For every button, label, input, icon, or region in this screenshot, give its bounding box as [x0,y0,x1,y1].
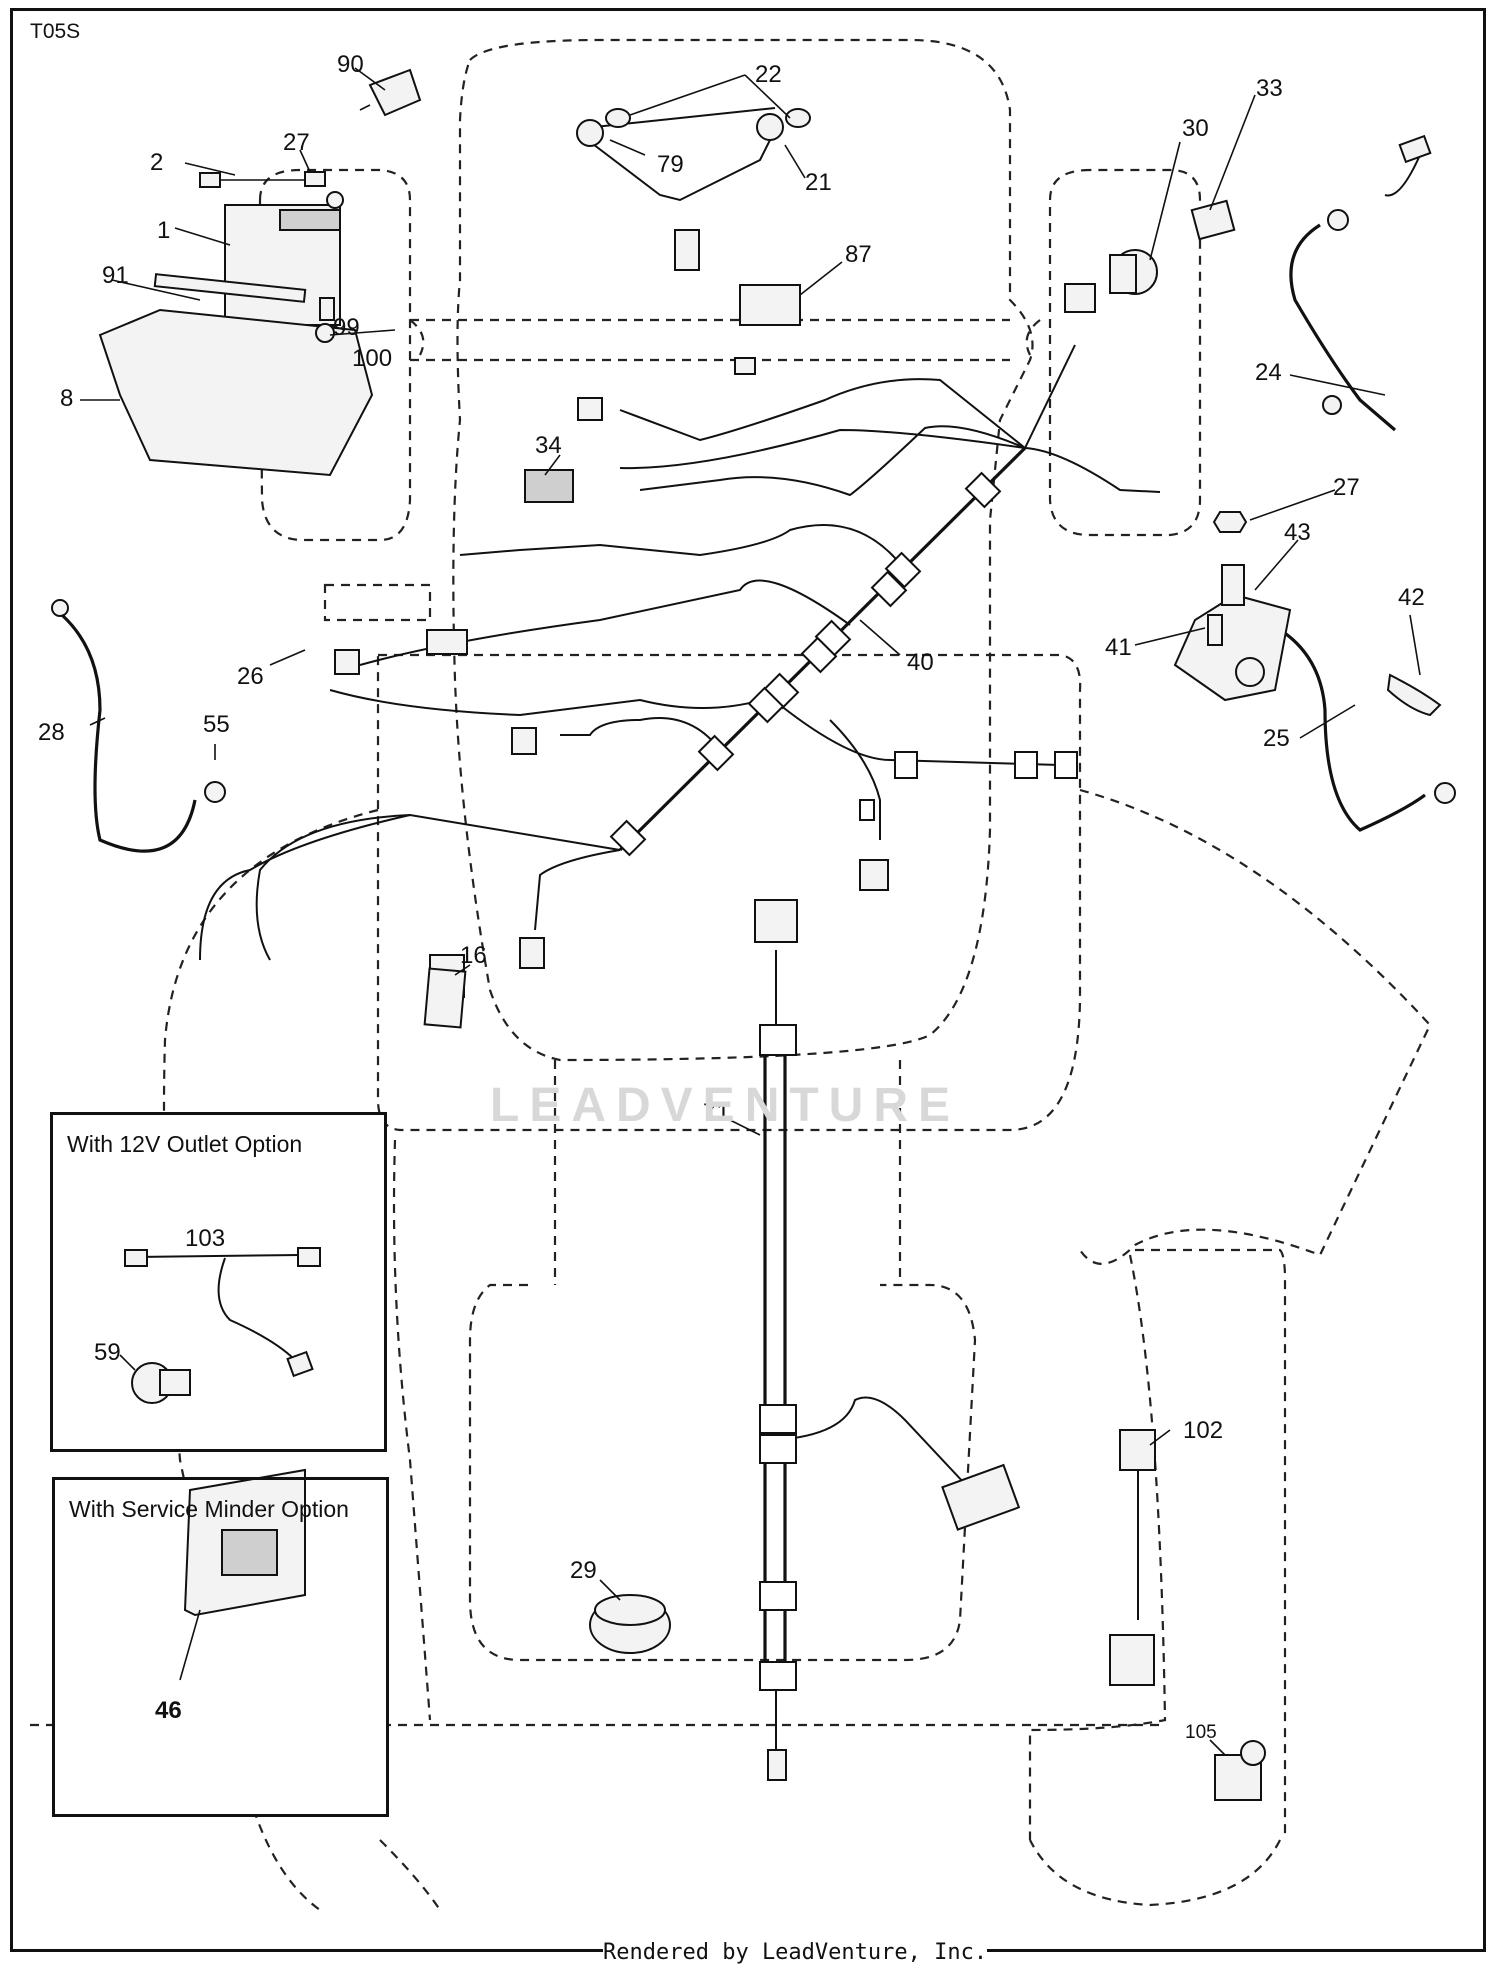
callout-labels: 2 27 1 91 8 99 100 90 22 79 21 87 30 33 … [38,51,1425,1743]
outlet-option-title: With 12V Outlet Option [67,1131,303,1157]
callout-102: 102 [1183,1417,1223,1444]
callout-99: 99 [333,314,360,341]
callout-71: 71 [703,1099,730,1126]
callout-55: 55 [203,711,230,738]
render-credit: Rendered by LeadVenture, Inc. [603,1940,988,1965]
battery-assembly [98,68,422,477]
callout-21: 21 [805,169,832,196]
callout-30: 30 [1182,115,1209,142]
callout-100: 100 [352,345,392,372]
callout-26: 26 [237,663,264,690]
callout-42: 42 [1398,584,1425,611]
callout-40: 40 [907,649,934,676]
misc-parts [423,967,1266,1801]
callout-25: 25 [1263,725,1290,752]
outlet-parts [124,1247,321,1404]
solenoid-assembly [1173,511,1292,702]
service-minder-option-box: With Service Minder Option [52,1477,389,1817]
callout-24: 24 [1255,359,1282,386]
lower-harness [754,899,1021,1781]
callout-29: 29 [570,1557,597,1584]
callout-27-solenoid: 27 [1333,474,1360,501]
callout-79: 79 [657,151,684,178]
battery-cables [51,134,1456,853]
callout-91: 91 [102,262,129,289]
callout-87: 87 [845,241,872,268]
callout-1: 1 [157,217,170,244]
watermark: LEADVENTURE [490,1079,961,1132]
callout-8: 8 [60,385,73,412]
callout-16: 16 [460,942,487,969]
service-minder-parts [183,1468,306,1617]
callout-59: 59 [94,1339,121,1366]
callout-105: 105 [1185,1722,1217,1743]
outlet-box-bg [50,1112,385,1452]
callout-43: 43 [1284,519,1311,546]
callout-34: 34 [535,432,562,459]
outlet-option-box: With 12V Outlet Option [50,1112,387,1452]
callout-22: 22 [755,61,782,88]
upper-parts [426,107,1236,998]
callout-28: 28 [38,719,65,746]
callout-27-battery: 27 [283,129,310,156]
callout-46: 46 [155,1697,182,1724]
main-harness [199,283,1161,969]
page-id: T05S [30,20,81,43]
callout-33: 33 [1256,75,1283,102]
callout-41: 41 [1105,634,1132,661]
service-minder-option-title: With Service Minder Option [69,1496,349,1522]
callout-103: 103 [185,1225,225,1252]
leader-lines [80,67,1421,1756]
callout-2: 2 [150,149,163,176]
callout-90: 90 [337,51,364,78]
